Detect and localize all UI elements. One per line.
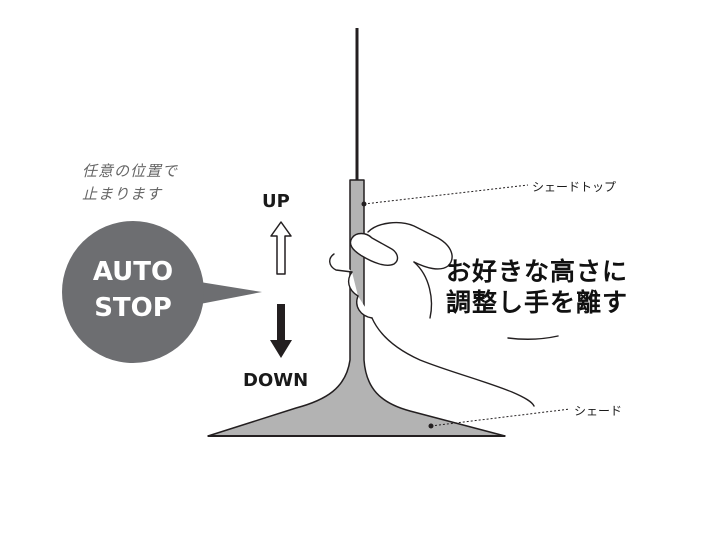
down-arrow-icon: [270, 304, 292, 358]
badge-line-1: AUTO: [92, 257, 174, 287]
headline-line-2: 調整し手を離す: [446, 288, 629, 317]
shade-leader-line: [430, 408, 571, 427]
hand-illustration: [329, 221, 559, 407]
badge-pointer: [200, 282, 262, 304]
shade-top-callout: シェードトップ: [532, 180, 617, 194]
shade-top-leader-line: [363, 184, 529, 205]
auto-stop-badge: [62, 221, 204, 363]
note-line-2: 止まります: [82, 185, 163, 203]
up-arrow-icon: [270, 221, 292, 275]
note-line-1: 任意の位置で: [82, 162, 179, 180]
shade-callout: シェード: [574, 404, 623, 418]
up-label: UP: [262, 191, 290, 212]
shade-top-marker-dot: [361, 201, 367, 207]
badge-line-2: STOP: [94, 293, 172, 323]
shade-marker-dot: [428, 423, 434, 429]
down-label: DOWN: [243, 370, 309, 391]
headline-line-1: お好きな高さに: [446, 257, 629, 286]
